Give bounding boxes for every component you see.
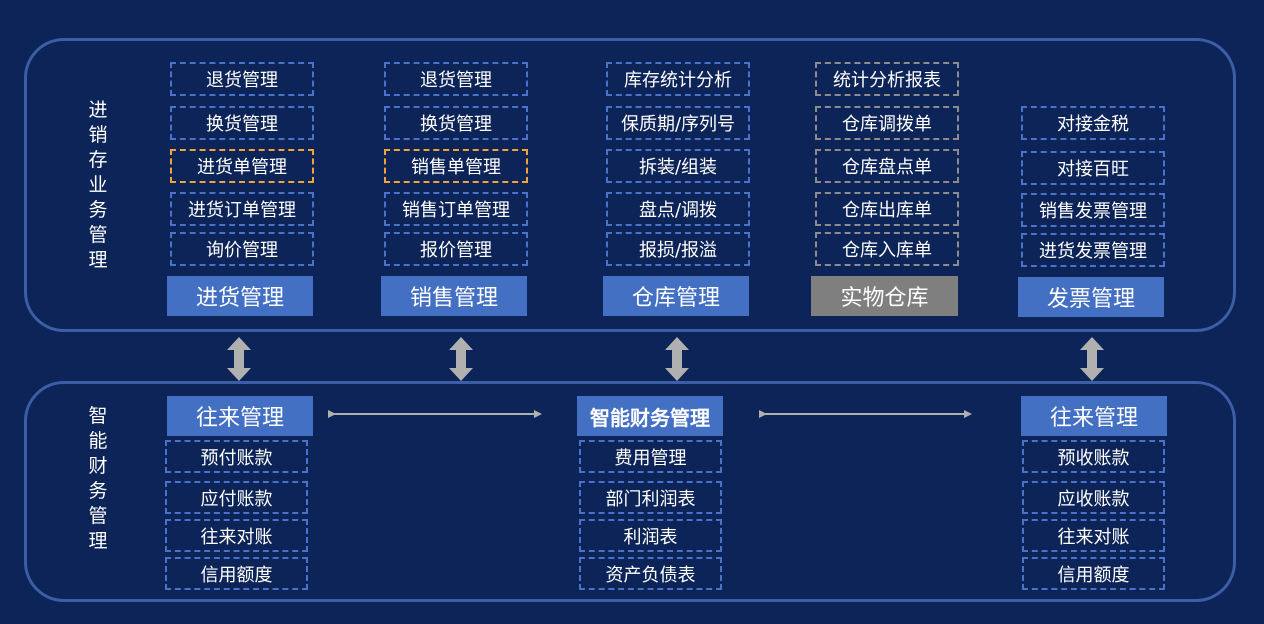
- physical-warehouse-item-2[interactable]: 仓库调拨单: [815, 106, 959, 140]
- payable-item-4[interactable]: 信用额度: [165, 557, 308, 590]
- accounts-receivable-header[interactable]: 往来管理: [1021, 396, 1167, 436]
- physical-warehouse-item-4[interactable]: 仓库出库单: [815, 192, 959, 226]
- physical-warehouse-header[interactable]: 实物仓库: [811, 276, 958, 316]
- sales-item-4[interactable]: 销售订单管理: [384, 192, 528, 226]
- physical-warehouse-item-1[interactable]: 统计分析报表: [815, 62, 959, 96]
- receivable-item-1[interactable]: 预收账款: [1022, 440, 1165, 473]
- invoice-item-4[interactable]: 进货发票管理: [1021, 233, 1165, 267]
- finance-management-panel: [24, 381, 1236, 602]
- purchase-item-5[interactable]: 询价管理: [170, 232, 314, 266]
- sales-item-2[interactable]: 换货管理: [384, 106, 528, 140]
- purchase-item-3[interactable]: 进货单管理: [170, 149, 314, 183]
- payable-item-1[interactable]: 预付账款: [165, 440, 308, 473]
- purchase-item-4[interactable]: 进货订单管理: [170, 192, 314, 226]
- warehouse-item-2[interactable]: 保质期/序列号: [606, 106, 750, 140]
- invoice-item-3[interactable]: 销售发票管理: [1021, 193, 1165, 227]
- purchase-item-1[interactable]: 退货管理: [170, 62, 314, 96]
- business-section-label: 进销存业务管理: [88, 99, 108, 271]
- double-arrow-purchase: [227, 337, 251, 381]
- receivable-item-3[interactable]: 往来对账: [1022, 519, 1165, 552]
- invoice-header[interactable]: 发票管理: [1018, 277, 1164, 317]
- sales-header[interactable]: 销售管理: [381, 276, 527, 316]
- physical-warehouse-item-5[interactable]: 仓库入库单: [815, 232, 959, 266]
- purchase-header[interactable]: 进货管理: [167, 276, 313, 316]
- purchase-item-2[interactable]: 换货管理: [170, 106, 314, 140]
- sales-item-1[interactable]: 退货管理: [384, 62, 528, 96]
- receivable-item-2[interactable]: 应收账款: [1022, 481, 1165, 514]
- sales-item-3[interactable]: 销售单管理: [384, 149, 528, 183]
- warehouse-header[interactable]: 仓库管理: [603, 276, 749, 316]
- warehouse-item-1[interactable]: 库存统计分析: [606, 62, 750, 96]
- invoice-item-1[interactable]: 对接金税: [1021, 106, 1165, 140]
- warehouse-item-3[interactable]: 拆装/组装: [606, 149, 750, 183]
- warehouse-item-5[interactable]: 报损/报溢: [606, 232, 750, 266]
- finance-item-3[interactable]: 利润表: [579, 519, 722, 552]
- accounts-payable-header[interactable]: 往来管理: [167, 396, 313, 436]
- finance-item-2[interactable]: 部门利润表: [579, 481, 722, 514]
- finance-section-label: 智能财务管理: [88, 405, 108, 552]
- payable-item-2[interactable]: 应付账款: [165, 481, 308, 514]
- double-arrow-sales: [449, 337, 473, 381]
- physical-warehouse-item-3[interactable]: 仓库盘点单: [815, 149, 959, 183]
- sales-item-5[interactable]: 报价管理: [384, 232, 528, 266]
- warehouse-item-4[interactable]: 盘点/调拨: [606, 192, 750, 226]
- double-arrow-warehouse: [665, 337, 689, 381]
- receivable-item-4[interactable]: 信用额度: [1022, 557, 1165, 590]
- payable-item-3[interactable]: 往来对账: [165, 519, 308, 552]
- business-management-panel: [24, 38, 1236, 332]
- double-arrow-invoice: [1080, 337, 1104, 381]
- finance-item-1[interactable]: 费用管理: [579, 440, 722, 473]
- finance-item-4[interactable]: 资产负债表: [579, 557, 722, 590]
- invoice-item-2[interactable]: 对接百旺: [1021, 151, 1165, 185]
- smart-finance-header[interactable]: 智能财务管理: [577, 396, 723, 436]
